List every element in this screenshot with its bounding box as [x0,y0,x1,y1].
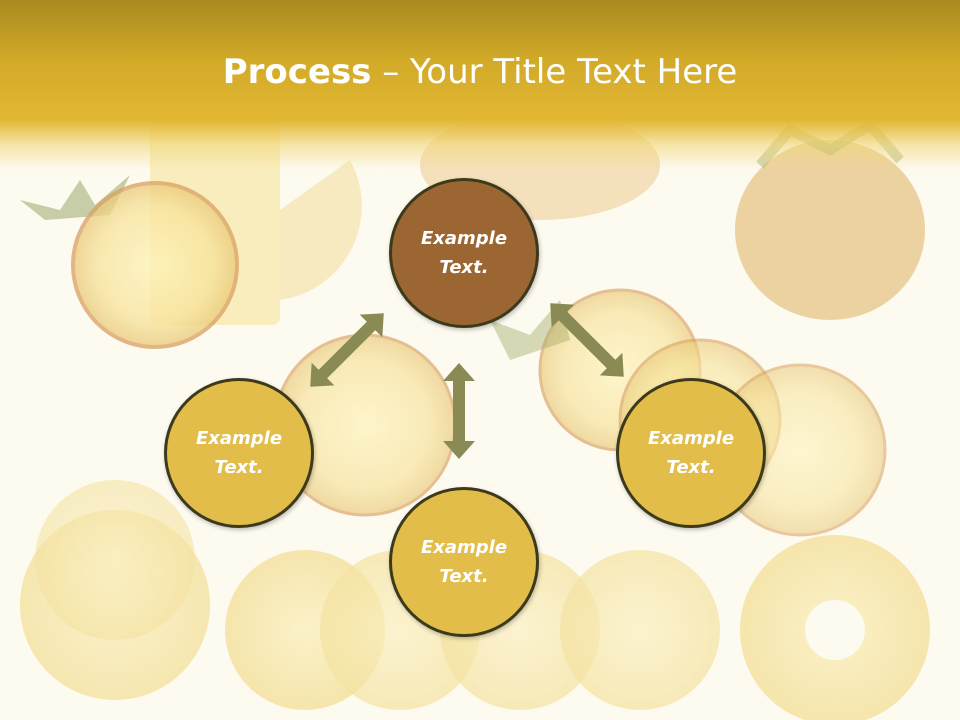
node-left-line1: Example [195,428,283,449]
node-top-line2: Text. [439,257,489,278]
node-left-line2: Text. [214,457,264,478]
slide-title: Process – Your Title Text Here [0,52,960,92]
node-right-line2: Text. [666,457,716,478]
node-bottom-line2: Text. [439,566,489,587]
title-bar [0,0,960,170]
node-top-line1: Example [420,228,508,249]
arrow-upper-left [310,313,384,387]
node-bottom-line1: Example [420,537,508,558]
arrow-upper-right [550,303,624,377]
title-bold: Process [222,52,372,92]
node-right-line1: Example [647,428,735,449]
title-rest: – Your Title Text Here [371,52,738,92]
arrow-vertical [443,363,475,459]
